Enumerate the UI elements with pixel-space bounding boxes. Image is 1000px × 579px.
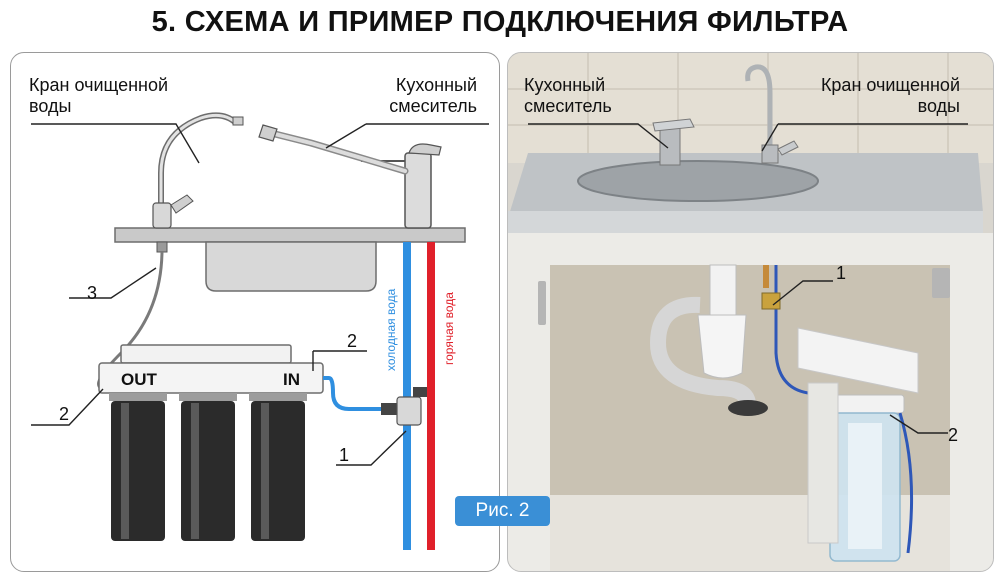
- filter-housings: [109, 393, 307, 541]
- marker-3: 3: [87, 283, 97, 303]
- photo-mixer-label-l1: Кухонный: [524, 75, 605, 95]
- photo-clean-tap-label-l2: воды: [918, 96, 960, 116]
- schematic-drawing: холодная вода горячая вода OUT IN: [29, 75, 489, 550]
- marker-2-out: 2: [59, 404, 69, 424]
- clean-tap-label-l2: воды: [29, 96, 71, 116]
- clean-water-tap-drawing: [152, 112, 244, 253]
- page-title: 5. СХЕМА И ПРИМЕР ПОДКЛЮЧЕНИЯ ФИЛЬТРА: [151, 6, 849, 38]
- figure-badge: Рис. 2: [455, 496, 550, 526]
- feed-tube: [323, 376, 403, 411]
- cold-water-label: холодная вода: [384, 288, 398, 371]
- out-label: OUT: [121, 370, 158, 389]
- photo-drawing: Кухонный смеситель Кран очищенной воды 1…: [508, 53, 993, 571]
- kitchen-mixer-drawing: [258, 124, 442, 229]
- callout-lines: [31, 123, 489, 466]
- marker-1: 1: [339, 445, 349, 465]
- hinge-right: [932, 268, 950, 298]
- photo-mixer: [652, 118, 695, 166]
- inlet-valve: [381, 387, 427, 426]
- in-label: IN: [283, 370, 300, 389]
- mixer-label-l2: смеситель: [389, 96, 477, 116]
- sink-bowl: [205, 241, 377, 292]
- photo-mixer-label-l2: смеситель: [524, 96, 612, 116]
- sink-basin: [577, 160, 819, 202]
- countertop: [114, 227, 466, 243]
- filter-bracket: [120, 344, 292, 364]
- mixer-label-l1: Кухонный: [396, 75, 477, 95]
- photo-clean-tap-label-l1: Кран очищенной: [821, 75, 960, 95]
- clear-filter-housing: [825, 394, 914, 562]
- drain-siphon: [649, 264, 768, 416]
- photo-callouts: [528, 123, 968, 434]
- photo-marker-2: 2: [948, 425, 958, 445]
- photo-clean-tap: [745, 64, 799, 164]
- hinge-left: [538, 281, 546, 325]
- hot-water-pipe: [427, 242, 435, 550]
- cold-water-pipe: [403, 242, 411, 550]
- supply-hose: [774, 265, 809, 395]
- photo-valve: [761, 292, 781, 310]
- hot-water-label: горячая вода: [442, 292, 456, 365]
- photo-marker-1: 1: [836, 263, 846, 283]
- marker-2-in: 2: [347, 331, 357, 351]
- installation-photo: Кухонный смеситель Кран очищенной воды 1…: [507, 52, 994, 572]
- connection-schematic: холодная вода горячая вода OUT IN: [10, 52, 500, 572]
- photo-filter-bracket: [797, 327, 919, 394]
- clean-tap-label-l1: Кран очищенной: [29, 75, 168, 95]
